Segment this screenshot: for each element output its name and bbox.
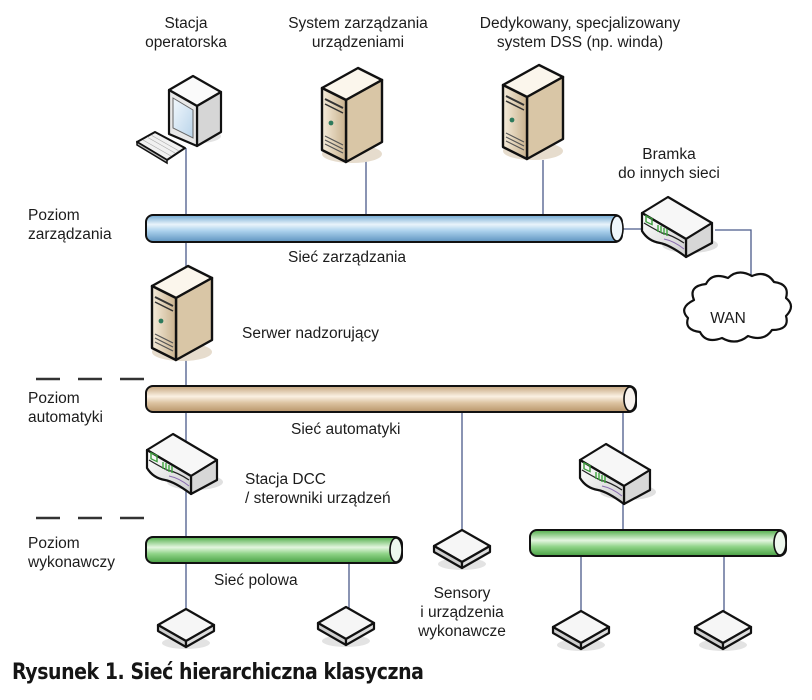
label-line: operatorska [145, 34, 227, 51]
label-line: do innych sieci [618, 165, 720, 182]
label-network-management: Sieć zarządzania [288, 249, 407, 266]
cloud-icon [683, 271, 793, 343]
sensor-icon-5 [693, 609, 753, 653]
label-operator-station: Stacja operatorska [145, 14, 227, 52]
label-dcc-station: Stacja DCC / sterowniki urządzeń [245, 470, 391, 508]
link-wan [715, 229, 752, 288]
label-line: Stacja DCC [245, 471, 326, 488]
label-dss-system: Dedykowany, specjalizowany system DSS (n… [480, 14, 680, 52]
label-line: Bramka [642, 146, 696, 163]
bus-management [145, 214, 624, 243]
label-line: / sterowniki urządzeń [245, 490, 391, 507]
server-icon-dss [501, 63, 565, 162]
sensor-icon-2 [156, 607, 216, 651]
label-line: system DSS (np. winda) [496, 34, 664, 51]
label-level-execution: Poziom wykonawczy [28, 534, 115, 572]
sensor-icon-4 [551, 609, 611, 653]
label-line: Dedykowany, specjalizowany [479, 15, 681, 32]
label-line: wykonawczy [28, 554, 115, 571]
bus-field-2 [529, 529, 787, 557]
label-line: Stacja [164, 15, 208, 32]
label-line: Poziom [28, 207, 80, 224]
controller-icon-dcc [145, 432, 225, 496]
label-supervisory-server: Serwer nadzorujący [242, 325, 379, 342]
label-level-management: Poziom zarządzania [28, 206, 112, 244]
level-separators [36, 377, 146, 520]
label-line: wykonawcze [418, 623, 506, 640]
label-line: zarządzania [28, 226, 112, 243]
sensor-icon-3 [316, 605, 376, 649]
label-network-automation: Sieć automatyki [291, 421, 401, 438]
label-line: automatyki [28, 409, 103, 426]
label-device-mgmt-system: System zarządzania urządzeniami [288, 14, 428, 52]
figure-caption: Rysunek 1. Sieć hierarchiczna klasyczna [12, 660, 424, 685]
label-line: i urządzenia [420, 604, 504, 621]
bus-automation [145, 385, 637, 413]
label-line: Sensory [433, 585, 491, 602]
controller-icon-automation [578, 442, 658, 506]
server-icon-supervisory [150, 264, 214, 363]
label-line: System zarządzania [288, 15, 428, 32]
server-icon-device-mgmt [320, 66, 384, 165]
label-gateway: Bramka do innych sieci [618, 145, 720, 183]
bus-field-1 [145, 536, 403, 564]
gateway-icon [640, 195, 720, 259]
label-line: Poziom [28, 390, 80, 407]
sensor-icon-1 [432, 528, 492, 572]
workstation-icon [136, 74, 223, 165]
label-line: urządzeniami [311, 34, 405, 51]
label-wan: WAN [710, 310, 746, 327]
label-sensors: Sensory i urządzenia wykonawcze [418, 584, 506, 641]
label-network-field: Sieć polowa [214, 572, 298, 589]
label-line: Poziom [28, 535, 80, 552]
label-level-automation: Poziom automatyki [28, 389, 103, 427]
keyboard-icon [136, 131, 186, 165]
